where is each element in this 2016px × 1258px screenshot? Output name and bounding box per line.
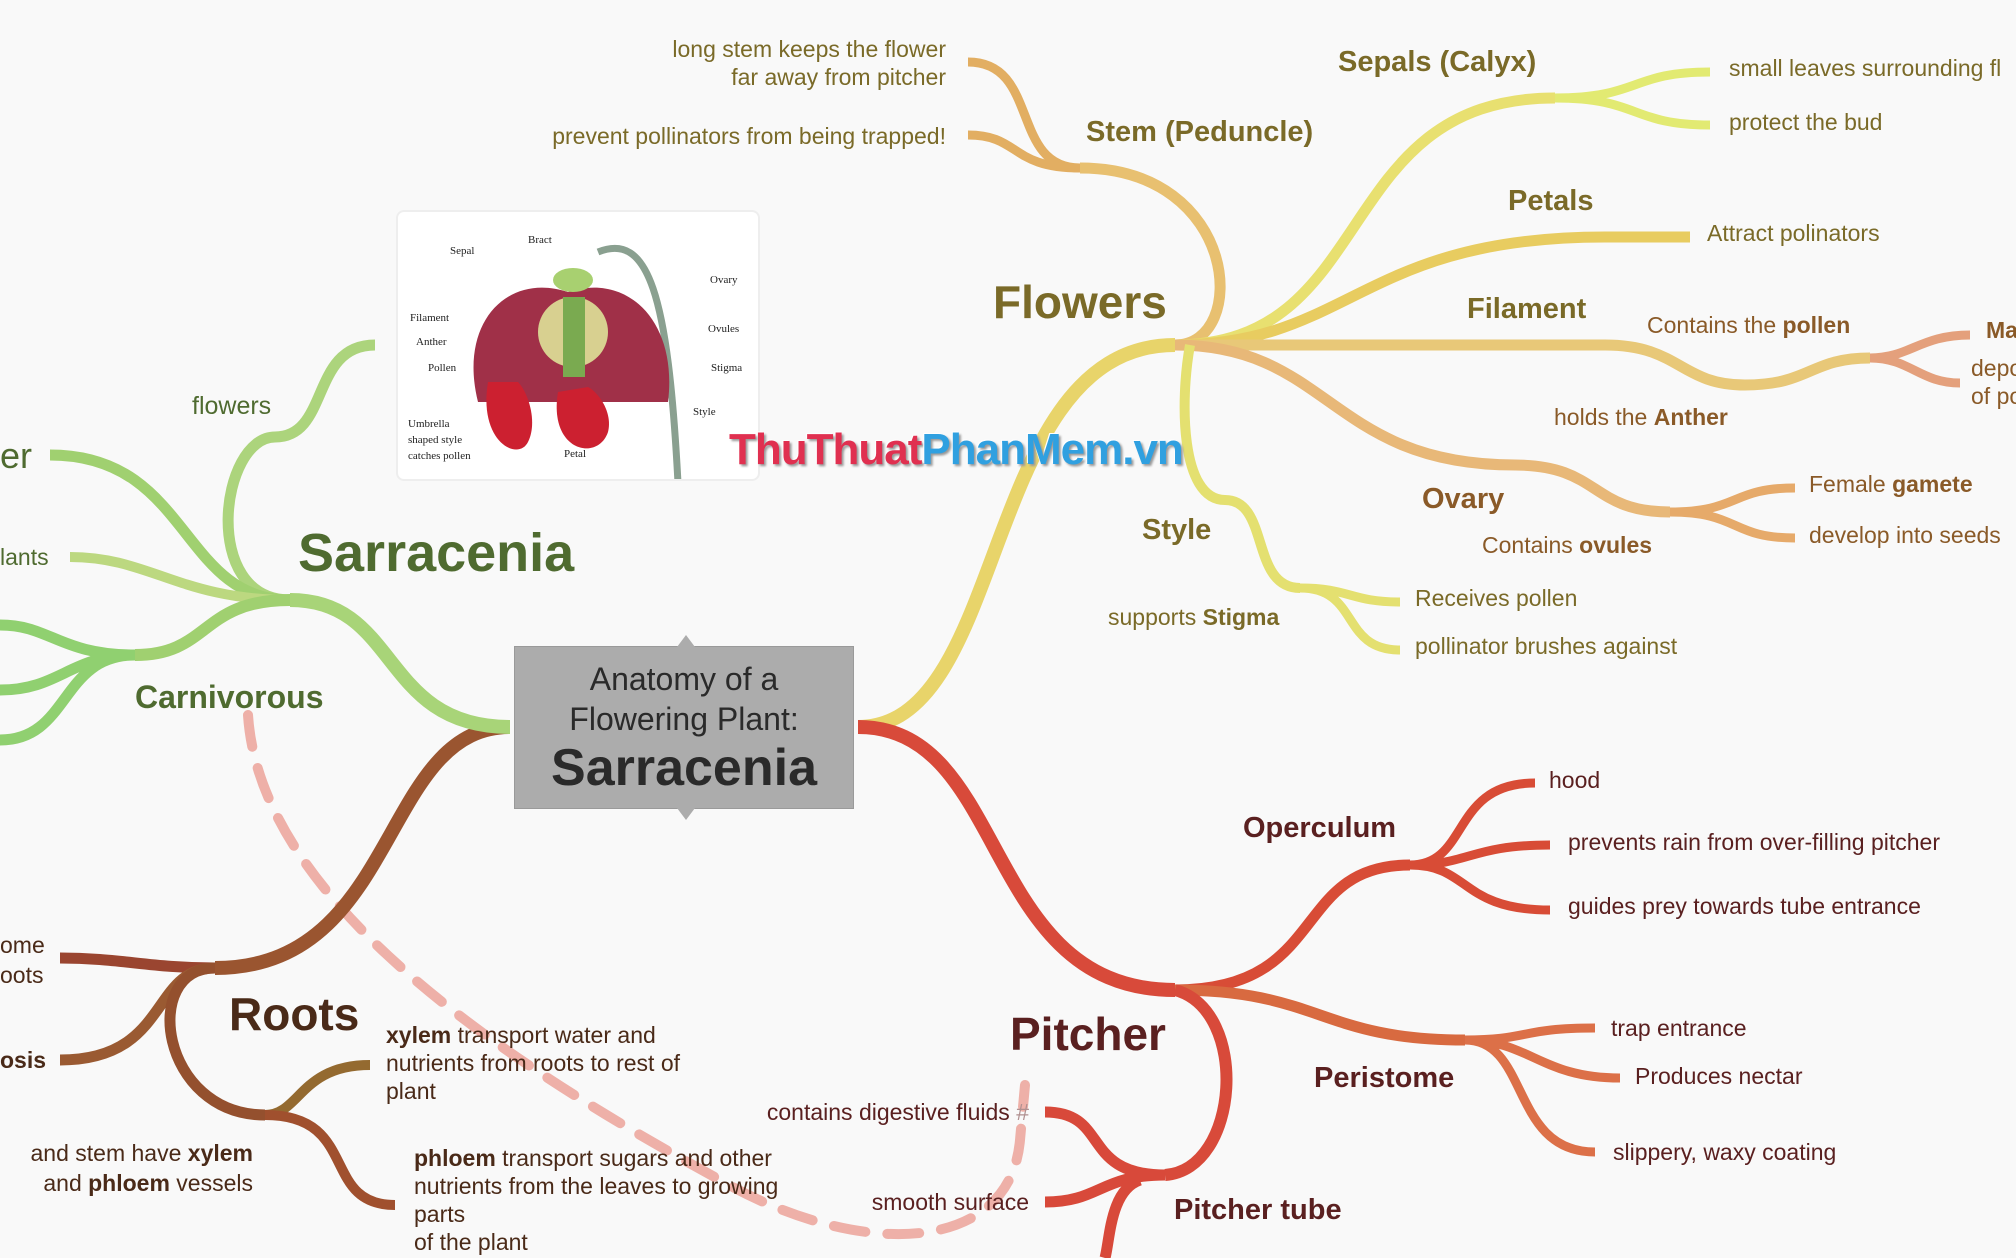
topic-flowers[interactable]: Flowers xyxy=(993,276,1167,328)
filament-sub-2b[interactable]: of po xyxy=(1971,383,2016,409)
ovary-sub-1[interactable]: Female gamete xyxy=(1809,471,1973,497)
topic-filament[interactable]: Filament xyxy=(1467,293,1587,325)
style-sub-2[interactable]: pollinator brushes against xyxy=(1415,633,1678,659)
topic-pitcher-tube[interactable]: Pitcher tube xyxy=(1174,1194,1342,1226)
topic-roots[interactable]: Roots xyxy=(229,988,360,1040)
label-pollen: Pollen xyxy=(428,362,457,374)
topic-sarracenia[interactable]: Sarracenia xyxy=(298,523,575,583)
sarracenia-left-2[interactable]: lants xyxy=(0,544,49,570)
topic-pitcher[interactable]: Pitcher xyxy=(1010,1008,1166,1060)
flower-illustration xyxy=(473,244,682,479)
style-note-1[interactable]: supports Stigma xyxy=(1108,604,1280,630)
filament-sub-1[interactable]: Ma xyxy=(1986,317,2016,343)
label-catches-pollen: catches pollen xyxy=(408,450,471,462)
filament-note-2[interactable]: holds the Anther xyxy=(1554,404,1728,430)
label-umbrella: Umbrella xyxy=(408,418,450,430)
watermark: ThuThuatPhanMem.vn xyxy=(729,425,1184,474)
peristome-note-2[interactable]: Produces nectar xyxy=(1635,1063,1803,1089)
stem-note-1b[interactable]: far away from pitcher xyxy=(731,64,946,90)
center-line1: Anatomy of a xyxy=(589,661,779,697)
stem-note-1a[interactable]: long stem keeps the flower xyxy=(672,36,946,62)
style-sub-1[interactable]: Receives pollen xyxy=(1415,585,1578,611)
label-anther: Anther xyxy=(416,336,447,348)
label-petal: Petal xyxy=(564,448,586,460)
sepals-note-1[interactable]: small leaves surrounding fl xyxy=(1729,55,2002,81)
topic-carnivorous[interactable]: Carnivorous xyxy=(135,679,324,715)
operculum-note-2[interactable]: prevents rain from over-filling pitcher xyxy=(1568,829,1940,855)
label-sepal: Sepal xyxy=(450,245,475,257)
petals-note-1[interactable]: Attract polinators xyxy=(1707,220,1880,246)
tube-note-1[interactable]: contains digestive fluids # xyxy=(766,1099,1029,1125)
label-bract: Bract xyxy=(528,234,552,246)
pitcher-branches xyxy=(857,720,1621,1258)
topic-ovary[interactable]: Ovary xyxy=(1422,483,1505,515)
filament-note-1[interactable]: Contains the pollen xyxy=(1647,312,1851,338)
label-shaped-style: shaped style xyxy=(408,434,463,446)
label-ovules: Ovules xyxy=(708,323,740,335)
roots-left-2[interactable]: oots xyxy=(0,962,44,988)
peristome-note-1[interactable]: trap entrance xyxy=(1611,1015,1747,1041)
topic-peristome[interactable]: Peristome xyxy=(1314,1062,1455,1094)
label-filament: Filament xyxy=(410,312,450,324)
label-stigma: Stigma xyxy=(711,362,743,374)
sepals-note-2[interactable]: protect the bud xyxy=(1729,109,1883,135)
flowers-branches xyxy=(857,57,1971,734)
label-ovary: Ovary xyxy=(710,274,738,286)
relationship-dashed-line[interactable] xyxy=(243,710,1030,1240)
center-line2: Flowering Plant: xyxy=(569,701,799,737)
topic-operculum[interactable]: Operculum xyxy=(1243,812,1397,844)
note-marker-icon: # xyxy=(1016,1099,1029,1125)
central-topic[interactable]: Anatomy of a Flowering Plant: Sarracenia xyxy=(514,635,854,820)
operculum-note-1[interactable]: hood xyxy=(1549,767,1601,793)
topic-stem[interactable]: Stem (Peduncle) xyxy=(1086,116,1314,148)
topic-style[interactable]: Style xyxy=(1142,514,1212,546)
flower-anatomy-image[interactable]: Bract Sepal Ovary Filament Ovules Anther… xyxy=(396,210,760,481)
topic-petals[interactable]: Petals xyxy=(1508,185,1594,217)
topic-sepals[interactable]: Sepals (Calyx) xyxy=(1338,46,1537,78)
sarracenia-branches xyxy=(0,339,511,746)
sarracenia-flowers[interactable]: flowers xyxy=(192,392,272,420)
peristome-note-3[interactable]: slippery, waxy coating xyxy=(1613,1139,1837,1165)
center-title: Sarracenia xyxy=(551,739,817,797)
ovary-sub-2[interactable]: develop into seeds xyxy=(1809,522,2001,548)
filament-sub-2a[interactable]: depo xyxy=(1971,355,2016,381)
ovary-note-1[interactable]: Contains ovules xyxy=(1482,532,1653,558)
operculum-note-3[interactable]: guides prey towards tube entrance xyxy=(1568,893,1921,919)
tube-note-2[interactable]: smooth surface xyxy=(871,1189,1029,1215)
roots-left-3[interactable]: osis xyxy=(0,1047,47,1073)
label-style: Style xyxy=(693,406,716,418)
roots-left-1[interactable]: ome xyxy=(0,932,45,958)
roots-branches xyxy=(59,720,511,1210)
sarracenia-left-1[interactable]: er xyxy=(0,435,33,476)
stem-note-2[interactable]: prevent pollinators from being trapped! xyxy=(552,123,946,149)
